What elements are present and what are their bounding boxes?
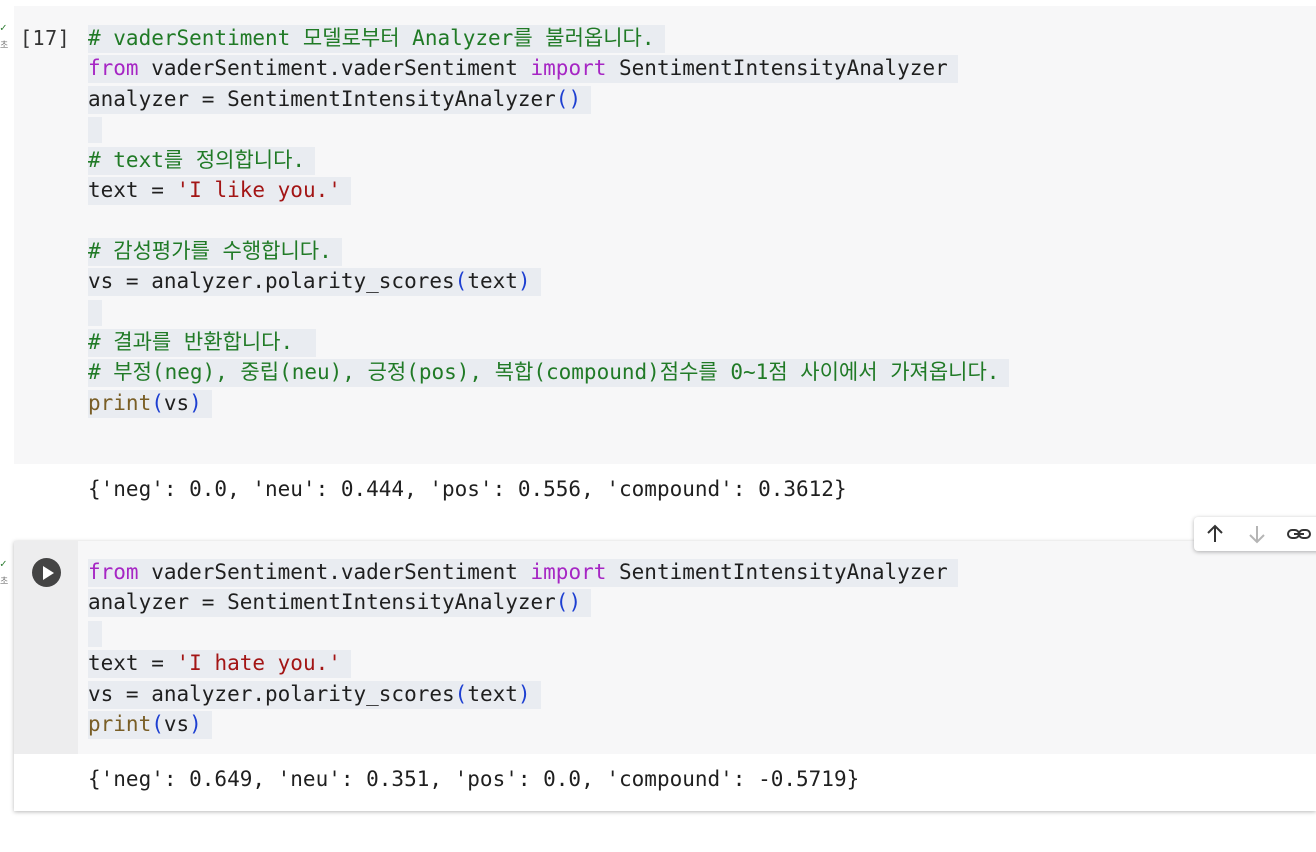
code-token: ( bbox=[454, 681, 468, 706]
code-token: () bbox=[555, 86, 582, 111]
code-token: 'I hate you.' bbox=[176, 651, 341, 676]
code-token: # vaderSentiment 모델로부터 Analyzer를 불러옵니다. bbox=[88, 26, 655, 50]
code-token: text bbox=[467, 269, 518, 294]
code-line[interactable]: from vaderSentiment.vaderSentiment impor… bbox=[88, 53, 1009, 84]
code-line[interactable] bbox=[88, 618, 958, 648]
arrow-down-icon bbox=[1249, 526, 1265, 544]
code-token: import bbox=[530, 560, 607, 584]
empty-line-highlight bbox=[88, 620, 102, 647]
code-line[interactable] bbox=[88, 297, 1009, 327]
link-icon bbox=[1287, 529, 1311, 539]
code-token: vaderSentiment.vaderSentiment bbox=[138, 56, 531, 81]
code-line-highlight: text = 'I hate you.' bbox=[88, 650, 351, 679]
code-line[interactable]: text = 'I like you.' bbox=[88, 175, 1009, 205]
code-token: SentimentIntensityAnalyzer bbox=[606, 56, 948, 81]
code-line[interactable]: vs = analyzer.polarity_scores(text) bbox=[88, 266, 1009, 297]
code-token: analyzer = SentimentIntensityAnalyzer bbox=[88, 86, 556, 111]
code-token: print bbox=[88, 390, 152, 415]
code-token: SentimentIntensityAnalyzer bbox=[606, 560, 948, 584]
code-line-highlight: # 부정(neg), 중립(neu), 긍정(pos), 복합(compound… bbox=[88, 359, 1010, 388]
code-token: () bbox=[555, 590, 582, 615]
code-line[interactable]: analyzer = SentimentIntensityAnalyzer() bbox=[88, 84, 1009, 114]
code-token: text = bbox=[88, 651, 177, 676]
code-token: vs = analyzer.polarity_scores bbox=[88, 681, 455, 706]
code-token: ( bbox=[454, 269, 468, 294]
code-line-highlight: print(vs) bbox=[88, 389, 212, 418]
code-token: ) bbox=[189, 711, 202, 736]
cell-1-code-editor[interactable]: # vaderSentiment 모델로부터 Analyzer를 불러옵니다. f… bbox=[88, 23, 1010, 418]
cell-1-status-unit: 초 bbox=[0, 41, 9, 51]
code-line[interactable]: # text를 정의합니다. bbox=[88, 145, 1009, 175]
code-line[interactable]: # 감성평가를 수행합니다. bbox=[88, 236, 1009, 266]
cell-2-status-unit: 초 bbox=[0, 577, 9, 587]
code-line-highlight: text = 'I like you.' bbox=[88, 176, 351, 205]
empty-line-highlight bbox=[88, 299, 102, 326]
code-token: text = bbox=[88, 177, 177, 202]
code-token: vaderSentiment.vaderSentiment bbox=[138, 560, 531, 584]
code-line[interactable]: print(vs) bbox=[88, 388, 1009, 418]
cell-2-code-editor[interactable]: from vaderSentiment.vaderSentiment impor… bbox=[88, 557, 958, 739]
code-token: vs bbox=[163, 711, 190, 736]
code-token: # 결과를 반환합니다. bbox=[88, 329, 306, 354]
copy-link-button[interactable] bbox=[1278, 517, 1316, 551]
play-icon bbox=[42, 565, 54, 580]
code-token: ) bbox=[517, 269, 531, 294]
code-token: 'I like you.' bbox=[176, 177, 341, 202]
code-token: vs = analyzer.polarity_scores bbox=[88, 269, 455, 294]
code-token: # text를 정의합니다. bbox=[88, 147, 306, 172]
cell-1-status-check-icon: ✓ bbox=[0, 21, 7, 34]
code-token: # 감성평가를 수행합니다. bbox=[88, 238, 332, 263]
cell-1-output: {'neg': 0.0, 'neu': 0.444, 'pos': 0.556,… bbox=[88, 477, 847, 501]
empty-line-highlight bbox=[88, 117, 102, 144]
move-cell-up-button[interactable] bbox=[1194, 517, 1236, 551]
code-line[interactable]: text = 'I hate you.' bbox=[88, 648, 958, 679]
code-line-highlight: # 결과를 반환합니다. bbox=[88, 328, 316, 357]
code-line-highlight: vs = analyzer.polarity_scores(text) bbox=[88, 680, 541, 709]
code-token: ) bbox=[189, 390, 202, 415]
code-token: from bbox=[88, 560, 139, 584]
code-line-highlight: from vaderSentiment.vaderSentiment impor… bbox=[88, 559, 958, 587]
code-line[interactable]: # vaderSentiment 모델로부터 Analyzer를 불러옵니다. bbox=[88, 23, 1009, 53]
code-line-highlight: vs = analyzer.polarity_scores(text) bbox=[88, 268, 541, 297]
cell-toolbar bbox=[1194, 517, 1316, 551]
code-token: ) bbox=[517, 681, 531, 706]
code-line[interactable]: print(vs) bbox=[88, 709, 958, 739]
code-line-highlight: print(vs) bbox=[88, 710, 212, 739]
code-line[interactable]: # 부정(neg), 중립(neu), 긍정(pos), 복합(compound… bbox=[88, 357, 1010, 388]
code-token: analyzer = SentimentIntensityAnalyzer bbox=[88, 590, 556, 615]
code-token: vs bbox=[163, 390, 190, 415]
code-line-highlight: from vaderSentiment.vaderSentiment impor… bbox=[88, 55, 958, 84]
code-line-highlight: # 감성평가를 수행합니다. bbox=[88, 237, 342, 266]
code-line[interactable] bbox=[88, 205, 1009, 235]
code-line[interactable]: # 결과를 반환합니다. bbox=[88, 327, 1009, 357]
code-token: print bbox=[88, 711, 152, 736]
cell-2-output: {'neg': 0.649, 'neu': 0.351, 'pos': 0.0,… bbox=[88, 767, 860, 791]
code-line[interactable]: analyzer = SentimentIntensityAnalyzer() bbox=[88, 587, 958, 618]
code-token: from bbox=[88, 56, 139, 81]
code-token: import bbox=[530, 56, 607, 81]
code-line-highlight: # vaderSentiment 모델로부터 Analyzer를 불러옵니다. bbox=[88, 25, 665, 53]
code-line-highlight: analyzer = SentimentIntensityAnalyzer() bbox=[88, 589, 592, 618]
code-token: text bbox=[467, 681, 518, 706]
cell-1-exec-count: [17] bbox=[20, 26, 71, 50]
run-cell-button[interactable] bbox=[32, 558, 61, 587]
code-token: ( bbox=[151, 390, 164, 415]
cell-2-status-check-icon: ✓ bbox=[0, 557, 7, 570]
code-line[interactable] bbox=[88, 114, 1009, 144]
move-cell-down-button[interactable] bbox=[1236, 517, 1278, 551]
code-token: # 부정(neg), 중립(neu), 긍정(pos), 복합(compound… bbox=[88, 360, 1000, 385]
code-line[interactable]: vs = analyzer.polarity_scores(text) bbox=[88, 679, 958, 709]
code-line-highlight: analyzer = SentimentIntensityAnalyzer() bbox=[88, 85, 592, 114]
code-line[interactable]: from vaderSentiment.vaderSentiment impor… bbox=[88, 557, 958, 587]
code-line-highlight: # text를 정의합니다. bbox=[88, 146, 316, 175]
code-token: ( bbox=[151, 711, 164, 736]
arrow-up-icon bbox=[1207, 524, 1223, 542]
